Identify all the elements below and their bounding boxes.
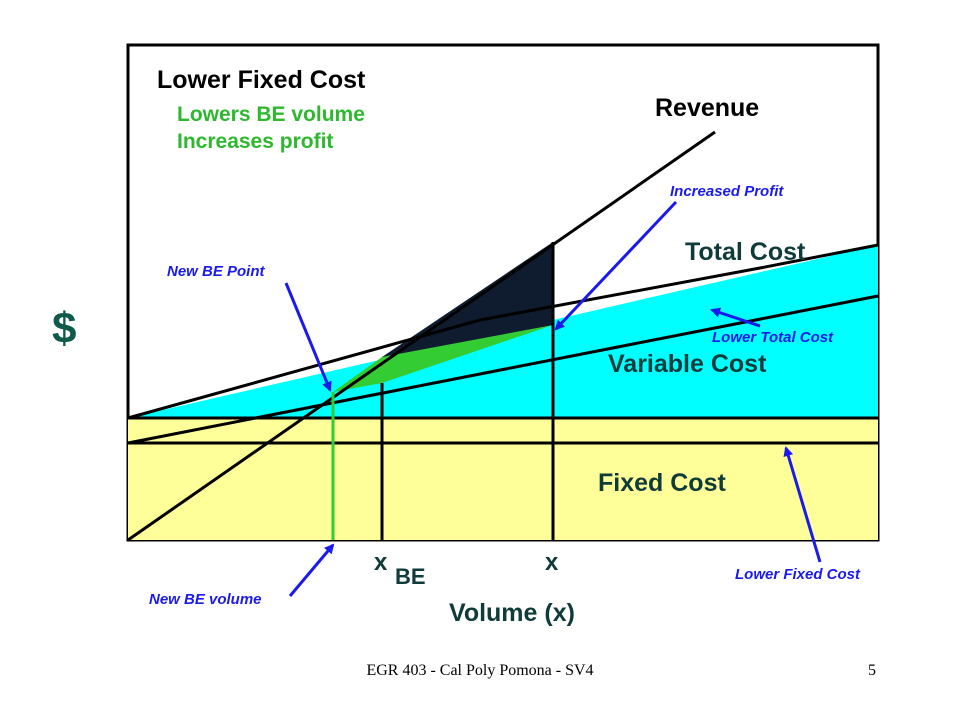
- x-label: x: [545, 549, 559, 576]
- revenue-line: [127, 130, 716, 542]
- total-cost-label: Total Cost: [685, 238, 806, 266]
- diagram-title: Lower Fixed Cost: [157, 66, 366, 94]
- x-be-subscript: BE: [395, 564, 426, 589]
- slide-number: 5: [868, 662, 876, 679]
- x-axis-label: Volume (x): [449, 599, 575, 627]
- subtitle-line-2: Increases profit: [177, 130, 333, 153]
- break-even-diagram: Lower Fixed Cost Lowers BE volume Increa…: [52, 43, 880, 627]
- y-axis-label: $: [52, 304, 76, 353]
- new-be-point-arrow: [284, 282, 332, 392]
- slide-footer: EGR 403 - Cal Poly Pomona - SV4: [366, 662, 594, 679]
- fixed-cost-region: [128, 418, 878, 540]
- lower-total-cost-callout: Lower Total Cost: [712, 329, 834, 346]
- profit-region: [382, 242, 553, 357]
- new-be-volume-callout: New BE volume: [149, 591, 262, 608]
- total-cost-line: [127, 243, 879, 420]
- lower-total-cost-arrow: [710, 307, 761, 328]
- fixed-cost-label: Fixed Cost: [598, 469, 726, 497]
- revenue-label: Revenue: [655, 94, 759, 122]
- lower-fixed-cost-callout: Lower Fixed Cost: [735, 566, 861, 583]
- lower-fixed-cost-arrow: [783, 446, 822, 563]
- increased-profit-arrow: [554, 200, 678, 331]
- x-be-label: x: [374, 549, 388, 576]
- new-be-point-callout: New BE Point: [167, 263, 266, 280]
- variable-cost-label: Variable Cost: [608, 350, 767, 378]
- subtitle-line-1: Lowers BE volume: [177, 103, 365, 126]
- lower-total-cost-line: [127, 294, 879, 445]
- new-be-volume-arrow: [288, 543, 335, 597]
- increased-profit-callout: Increased Profit: [670, 183, 784, 200]
